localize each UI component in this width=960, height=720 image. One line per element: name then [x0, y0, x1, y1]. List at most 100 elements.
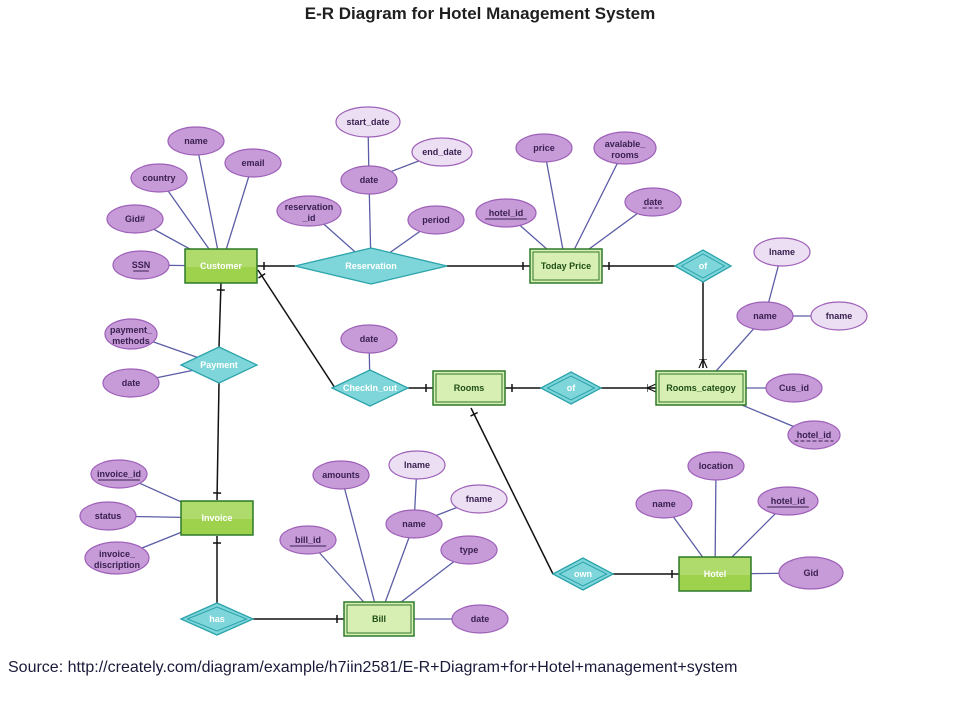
relationship-has[interactable]: has	[179, 602, 255, 636]
attribute-reservation-id[interactable]: reservation_id	[276, 195, 342, 227]
attribute-label: email	[241, 158, 264, 168]
attribute-date-ci[interactable]: date	[340, 324, 398, 354]
attribute-label: date	[122, 378, 141, 388]
attribute-invoice-id[interactable]: invoice_id	[90, 459, 148, 489]
attribute-label: lname	[404, 460, 430, 470]
attribute-date-r[interactable]: date	[340, 165, 398, 195]
entity-label: Invoice	[201, 513, 232, 523]
attribute-gid-c[interactable]: Gid#	[106, 204, 164, 234]
attribute-location[interactable]: location	[687, 451, 745, 481]
attribute-lname-rc[interactable]: lname	[753, 237, 811, 267]
attribute-label: amounts	[322, 470, 360, 480]
attribute-invoice-discription[interactable]: invoice_discription	[84, 541, 150, 575]
attribute-ssn[interactable]: SSN	[112, 250, 170, 280]
attribute-lname-b[interactable]: lname	[388, 450, 446, 480]
attribute-label: date	[360, 334, 379, 344]
attribute-gid-h[interactable]: Gid	[778, 556, 844, 590]
attribute-label: status	[95, 511, 122, 521]
attribute-line-avalable-rooms	[565, 147, 626, 267]
relationship-reservation[interactable]: Reservation	[294, 247, 448, 285]
relation-line-customer-payment	[216, 282, 225, 348]
attribute-status[interactable]: status	[79, 501, 137, 531]
attribute-fname-rc[interactable]: fname	[810, 301, 868, 331]
attribute-label: invoice_discription	[94, 549, 140, 570]
attribute-bill-id[interactable]: bill_id	[279, 525, 337, 555]
entity-rooms-category[interactable]: Rooms_categoy	[655, 370, 747, 406]
attribute-label: name	[753, 311, 777, 321]
attribute-amounts[interactable]: amounts	[312, 460, 370, 490]
attribute-cus-id[interactable]: Cus_id	[765, 373, 823, 403]
relationship-own[interactable]: own	[551, 557, 615, 591]
attribute-label: price	[533, 143, 555, 153]
attribute-label: country	[142, 173, 175, 183]
entity-label: Rooms_categoy	[666, 383, 736, 393]
attribute-name-c[interactable]: name	[167, 126, 225, 156]
attribute-hotel-id-h[interactable]: hotel_id	[757, 486, 819, 516]
attribute-label: bill_id	[295, 535, 321, 545]
attribute-label: SSN	[132, 260, 151, 270]
attribute-type[interactable]: type	[440, 535, 498, 565]
attribute-line-price	[543, 147, 567, 267]
relationship-label: of	[567, 383, 576, 393]
attribute-label: fname	[826, 311, 853, 321]
attribute-country[interactable]: country	[130, 163, 188, 193]
entity-hotel[interactable]: Hotel	[678, 556, 752, 592]
attribute-price[interactable]: price	[515, 133, 573, 163]
entity-bill[interactable]: Bill	[343, 601, 415, 637]
attribute-fname-b[interactable]: fname	[450, 484, 508, 514]
entity-invoice[interactable]: Invoice	[180, 500, 254, 536]
attribute-label: end_date	[422, 147, 462, 157]
attribute-label: period	[422, 215, 450, 225]
relationship-label: Payment	[200, 360, 238, 370]
attribute-avalable-rooms[interactable]: avalable_rooms	[593, 131, 657, 165]
relationship-of-price[interactable]: of	[673, 249, 733, 283]
source-caption: Source: http://creately.com/diagram/exam…	[8, 659, 738, 676]
entity-label: Customer	[200, 261, 243, 271]
attribute-label: type	[460, 545, 479, 555]
attribute-hotel-id-rc[interactable]: hotel_id	[787, 420, 841, 450]
entity-label: Rooms	[454, 383, 485, 393]
attribute-date-p[interactable]: date	[624, 187, 682, 217]
attribute-payment-methods[interactable]: payment_methods	[104, 318, 158, 350]
attribute-date-pay[interactable]: date	[102, 368, 160, 398]
attribute-line-location	[714, 465, 717, 575]
relationship-payment[interactable]: Payment	[179, 346, 259, 384]
attribute-label: name	[652, 499, 676, 509]
attribute-name-h[interactable]: name	[635, 489, 693, 519]
attribute-label: invoice_id	[97, 469, 141, 479]
entity-customer[interactable]: Customer	[184, 248, 258, 284]
relationship-checkin[interactable]: CheckIn_out	[330, 369, 410, 407]
attribute-label: Cus_id	[779, 383, 809, 393]
entity-today-price[interactable]: Today Price	[529, 248, 603, 284]
attribute-label: avalable_rooms	[605, 139, 647, 160]
attribute-period[interactable]: period	[407, 205, 465, 235]
attribute-label: reservation_id	[285, 202, 334, 223]
attribute-end-date[interactable]: end_date	[411, 137, 473, 167]
relation-line-customer-checkin	[257, 269, 336, 389]
attribute-name-b[interactable]: name	[385, 509, 443, 539]
relationship-connectors	[213, 262, 703, 623]
attribute-email[interactable]: email	[224, 148, 282, 178]
attribute-hotel-id-p[interactable]: hotel_id	[475, 198, 537, 228]
attribute-label: name	[184, 136, 208, 146]
attribute-date-b[interactable]: date	[451, 604, 509, 634]
attribute-label: Gid#	[125, 214, 145, 224]
relationship-label: CheckIn_out	[343, 383, 397, 393]
relationship-of-rooms[interactable]: of	[539, 371, 603, 405]
attribute-start-date[interactable]: start_date	[335, 106, 401, 138]
attribute-label: Gid	[804, 568, 819, 578]
attribute-line-amounts	[340, 474, 380, 620]
entity-rooms[interactable]: Rooms	[432, 370, 506, 406]
entity-label: Bill	[372, 614, 386, 624]
relationship-label: Reservation	[345, 261, 397, 271]
relationship-label: of	[699, 261, 708, 271]
relationship-label: has	[209, 614, 225, 624]
entity-label: Hotel	[704, 569, 727, 579]
attribute-label: date	[471, 614, 490, 624]
attribute-label: payment_methods	[110, 325, 153, 346]
entity-label: Today Price	[541, 261, 591, 271]
attribute-name-rc[interactable]: name	[736, 301, 794, 331]
attribute-label: hotel_id	[489, 208, 524, 218]
attribute-label: hotel_id	[797, 430, 832, 440]
